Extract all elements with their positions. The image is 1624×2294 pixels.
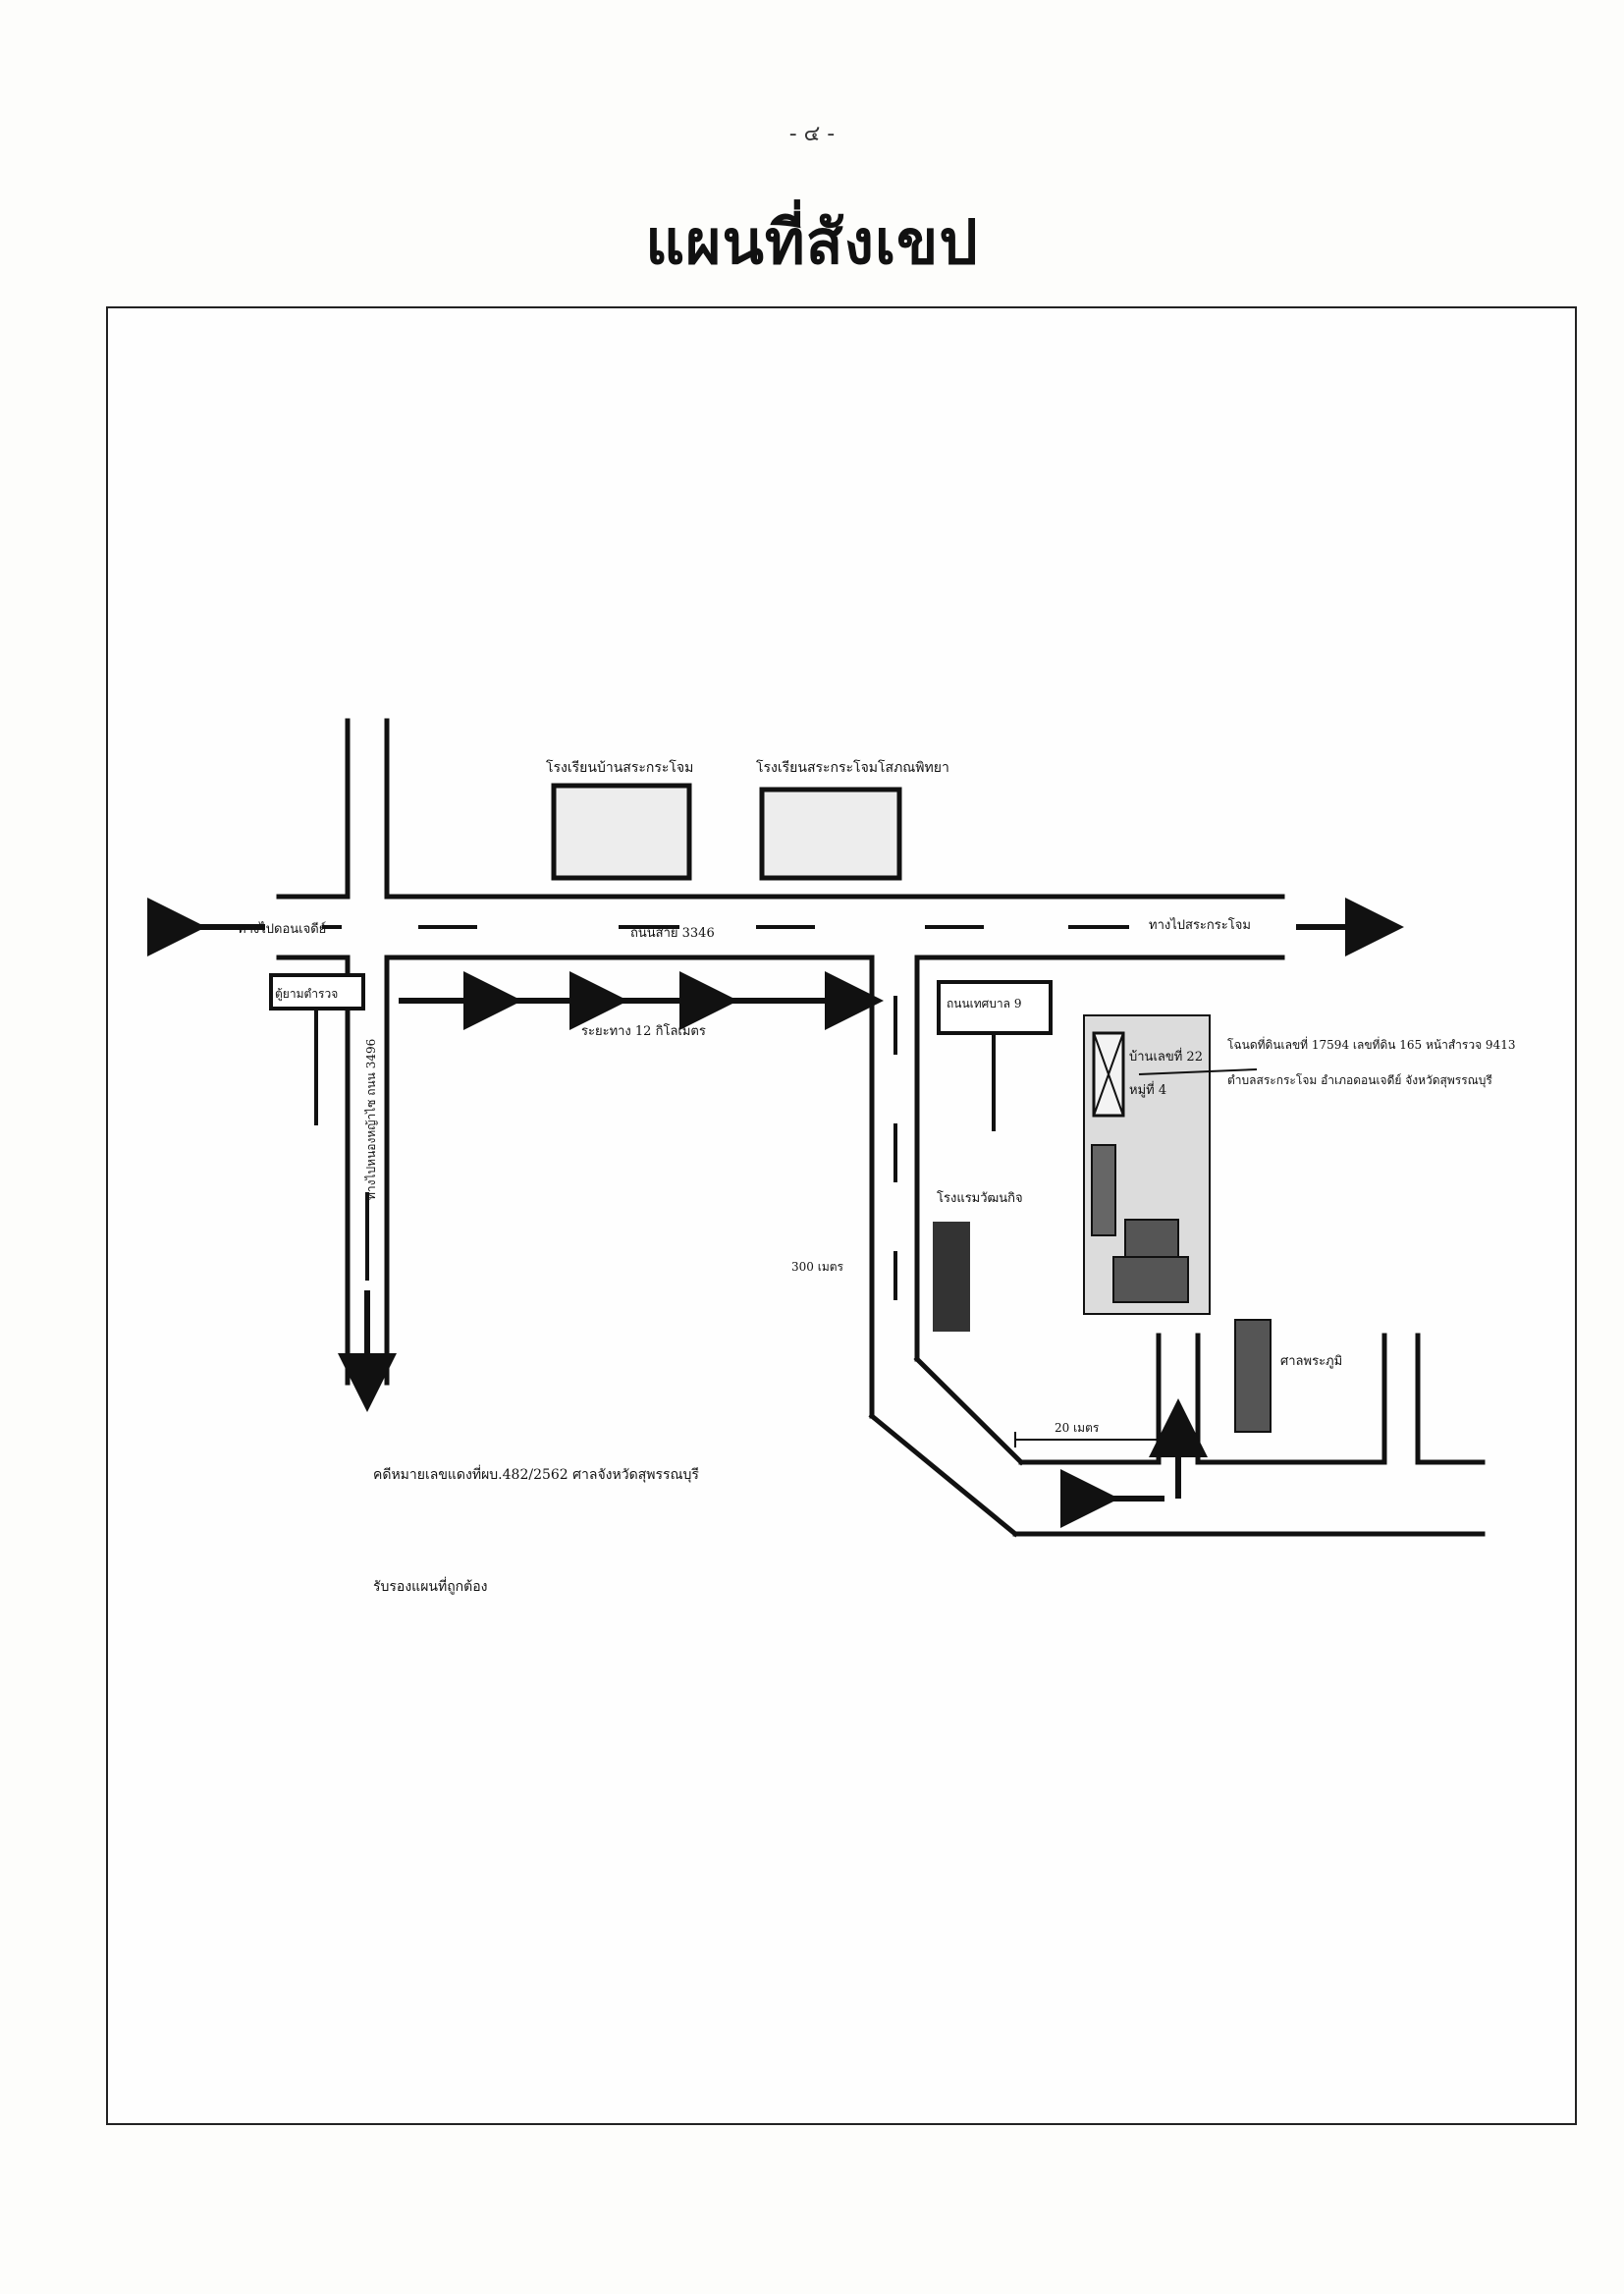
to-east-label: ทางไปสระกระโจม <box>1149 917 1251 933</box>
shrine-building <box>1234 1319 1272 1433</box>
hotel-building <box>933 1222 970 1332</box>
deed-line-1: โฉนดที่ดินเลขที่ 17594 เลขที่ดิน 165 หน้… <box>1227 1036 1515 1052</box>
school-2-label: โรงเรียนสระกระโจมโสภณพิทยา <box>756 759 949 776</box>
road-edge <box>913 1355 1025 1466</box>
school-building <box>551 783 692 881</box>
municipal-road-sign <box>937 980 1053 1035</box>
village-label: หมู่ที่ 4 <box>1129 1081 1166 1098</box>
parcel-building <box>1112 1256 1189 1303</box>
police-box-sign <box>269 973 365 1010</box>
page-title: แผนที่สังเขป <box>645 206 979 278</box>
municipal-road-label: ถนนเทศบาล 9 <box>947 997 1021 1010</box>
to-west-label: ทางไปดอนเจดีย์ <box>238 921 326 937</box>
hotel-label: โรงแรมวัฒนกิจ <box>937 1190 1023 1206</box>
road-edge <box>868 1412 1019 1538</box>
case-ref-label: คดีหมายเลขแดงที่ผบ.482/2562 ศาลจังหวัดสุ… <box>373 1465 699 1483</box>
distance-300m-label: 300 เมตร <box>791 1260 844 1274</box>
school-1-label: โรงเรียนบ้านสระกระโจม <box>546 759 693 776</box>
page-number: - ๔ - <box>788 122 836 146</box>
deed-line-2: ตำบลสระกระโจม อำเภอดอนเจดีย์ จังหวัดสุพร… <box>1227 1073 1492 1088</box>
side-road-label: ทางไปหนองหญ้าไซ ถนน 3496 <box>364 1039 378 1200</box>
parcel-building <box>1091 1144 1116 1236</box>
distance-12km-label: ระยะทาง 12 กิโลเมตร <box>581 1023 706 1039</box>
distance-20m-label: 20 เมตร <box>1055 1421 1100 1435</box>
certify-label: รับรองแผนที่ถูกต้อง <box>373 1577 487 1595</box>
target-house-label: บ้านเลขที่ 22 <box>1129 1048 1203 1065</box>
highway-label: ถนนสาย 3346 <box>630 926 715 941</box>
parcel-building <box>1124 1219 1179 1260</box>
police-box-label: ตู้ยามตำรวจ <box>275 987 338 1002</box>
school-building <box>759 787 902 881</box>
shrine-label: ศาลพระภูมิ <box>1280 1354 1342 1369</box>
sketch-map: โรงเรียนบ้านสระกระโจม โรงเรียนสระกระโจมโ… <box>147 718 1515 1595</box>
map-frame: โรงเรียนบ้านสระกระโจม โรงเรียนสระกระโจมโ… <box>106 306 1577 2125</box>
